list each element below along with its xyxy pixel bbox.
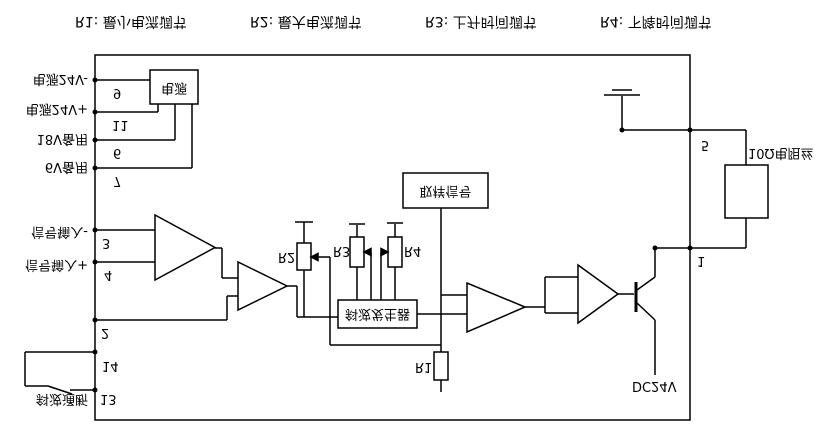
input-amp-triangle — [154, 213, 217, 282]
load-label: 10Ω电阻丝 — [748, 145, 814, 160]
sample-signal-box — [402, 172, 489, 209]
label-standby-18v: 18V备用 — [36, 131, 88, 146]
caption-r3: R3: 上升时间调节 — [425, 13, 537, 29]
label-supply-pos: 电源24V+ — [25, 101, 88, 116]
pin-14: 14 — [102, 358, 119, 373]
junction-dots — [92, 77, 693, 393]
comparator-triangle — [466, 281, 527, 334]
resistor-r4-label: R4 — [404, 243, 422, 258]
resistor-r1-label: R1 — [415, 359, 433, 374]
pin-13: 13 — [100, 391, 117, 406]
output-supply-label: DC24V — [632, 378, 677, 393]
label-signal-pos: 信号输入+ — [25, 257, 88, 272]
switch-blade — [47, 385, 73, 395]
caption-r4: R4: 下降时间调节 — [600, 13, 712, 29]
power-block-label: 电源 — [160, 80, 187, 95]
pot-r3 — [349, 236, 365, 268]
pin-6: 6 — [113, 145, 122, 160]
label-standby-6v: 6V备用 — [44, 159, 88, 174]
power-block-box — [149, 69, 199, 105]
pin-3: 3 — [102, 235, 111, 250]
pot-r4 — [387, 236, 403, 268]
pin-1: 1 — [697, 253, 706, 268]
pin-11: 11 — [112, 117, 129, 132]
ramp-generator-label: 斜波发生器 — [344, 306, 410, 321]
pin-5: 5 — [701, 137, 710, 152]
label-signal-neg: 信号输入- — [31, 224, 88, 239]
sample-signal-label: 取样信号 — [419, 183, 472, 198]
pot-r2 — [296, 242, 312, 271]
pot-r3-wiper-arrow — [362, 247, 372, 257]
label-supply-neg: 电源24V- — [32, 71, 88, 86]
pin-9: 9 — [113, 85, 122, 100]
label-ramp-switch: 斜波通断 — [35, 391, 88, 406]
load-resistor-box — [724, 164, 769, 219]
pin-7: 7 — [113, 173, 122, 188]
resistor-r1 — [433, 351, 449, 381]
ic-border — [94, 54, 691, 421]
pin-4: 4 — [104, 267, 113, 282]
driver-triangle — [577, 263, 620, 325]
resistor-r3-label: R3 — [333, 243, 351, 258]
resistor-r2-label: R2 — [278, 249, 296, 264]
pot-r4-wiper-arrow — [380, 247, 390, 257]
caption-r1: R1: 最小电流调节 — [75, 13, 187, 29]
pin-2: 2 — [101, 325, 110, 340]
buffer-amp-triangle — [237, 260, 289, 312]
caption-r2: R2: 最大电流调节 — [250, 13, 362, 29]
